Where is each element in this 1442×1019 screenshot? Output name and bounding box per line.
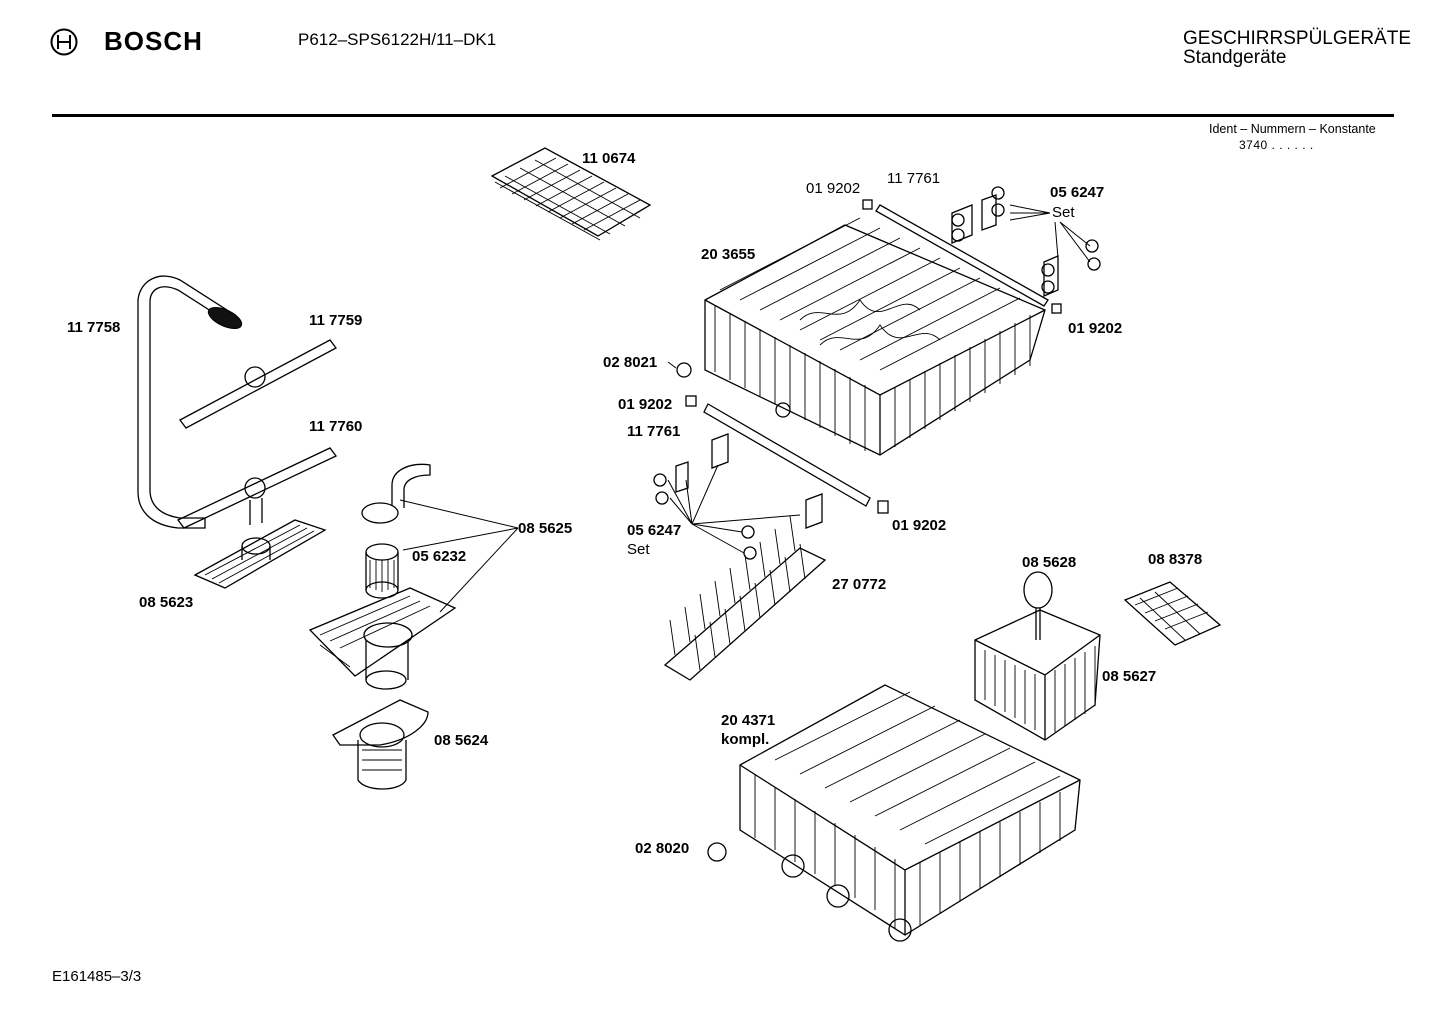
part-028020-label: 02 8020 xyxy=(635,840,690,857)
part-204371-kompl-label: kompl. xyxy=(721,731,770,748)
part-270772-label: 27 0772 xyxy=(832,576,887,593)
part-019202-label-4: 01 9202 xyxy=(892,517,947,534)
category-title: GESCHIRRSPÜLGERÄTE Standgeräte xyxy=(1183,29,1411,67)
micro-filter-drawing xyxy=(193,519,327,589)
part-085623-label: 08 5623 xyxy=(139,594,194,611)
ident-value: 3740 . . . . . . xyxy=(1239,138,1314,152)
part-085628-label: 08 5628 xyxy=(1022,554,1077,571)
spray-arm-assembly-drawing xyxy=(137,275,337,529)
category-line-2: Standgeräte xyxy=(1182,47,1287,68)
part-203655-label: 20 3655 xyxy=(701,246,756,263)
drawing-code: E161485–3/3 xyxy=(52,968,142,985)
part-117761-label: 11 7761 xyxy=(887,170,941,187)
part-085625-label: 08 5625 xyxy=(518,520,573,537)
part-204371-label: 20 4371 xyxy=(721,712,776,729)
category-line-1: GESCHIRRSPÜLGERÄTE xyxy=(1182,28,1411,49)
part-056247-label-2: 05 6247 xyxy=(627,522,682,539)
cup-rack-insert-drawing xyxy=(490,147,652,241)
part-019202-label-3: 01 9202 xyxy=(618,396,673,413)
bosch-logo-icon xyxy=(50,28,78,61)
rail-upper-drawing xyxy=(862,199,1062,314)
plate-rack-insert-drawing xyxy=(663,515,827,681)
upper-basket-drawing xyxy=(704,217,1046,456)
ident-label: Ident – Nummern – Konstante xyxy=(1209,122,1376,136)
part-085627-label: 08 5627 xyxy=(1102,668,1157,685)
model-number: P612–SPS6122H/11–DK1 xyxy=(298,30,497,49)
part-088378-label: 08 8378 xyxy=(1148,551,1203,568)
part-117760-label: 11 7760 xyxy=(309,418,363,435)
roller-set-upper-drawing xyxy=(951,186,1101,297)
cutlery-basket-drawing xyxy=(974,571,1222,741)
lower-basket-drawing xyxy=(707,684,1081,942)
part-085624-label: 08 5624 xyxy=(434,732,489,749)
part-110674-label: 11 0674 xyxy=(582,150,636,167)
filter-assembly-drawing xyxy=(308,463,519,790)
part-056247-set-label-2: Set xyxy=(627,541,650,558)
part-117758-label: 11 7758 xyxy=(67,319,121,336)
part-056247-label: 05 6247 xyxy=(1050,184,1105,201)
brand-name: BOSCH xyxy=(104,26,203,56)
part-028021-label: 02 8021 xyxy=(603,354,658,371)
part-019202-label: 01 9202 xyxy=(806,180,861,197)
rail-lower-drawing xyxy=(653,361,889,560)
header-divider xyxy=(52,114,1394,117)
part-056247-set-label: Set xyxy=(1052,204,1075,221)
part-117759-label: 11 7759 xyxy=(309,312,363,329)
part-117761-label-2: 11 7761 xyxy=(627,423,681,440)
part-019202-label-2: 01 9202 xyxy=(1068,320,1123,337)
part-056232-label: 05 6232 xyxy=(412,548,467,565)
